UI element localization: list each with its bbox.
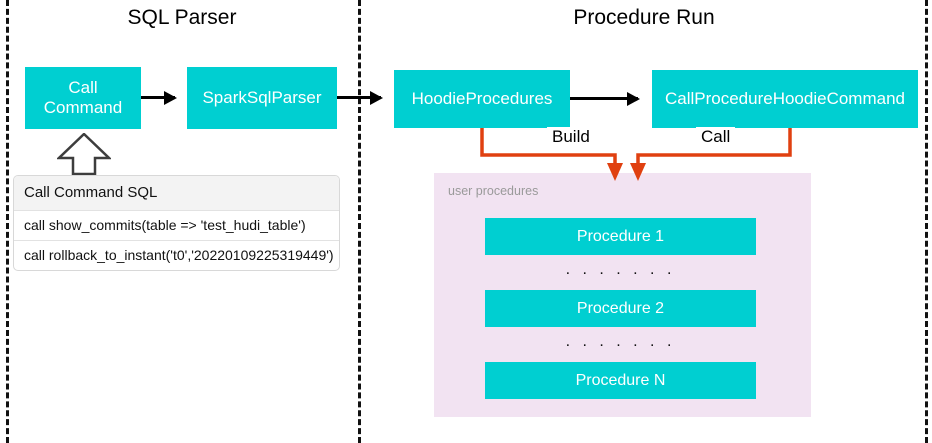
arrow-call-command-to-spark-sql-parser	[141, 90, 177, 105]
section-title-sql-parser: SQL Parser	[127, 6, 237, 29]
user-procedures-caption: user procedures	[448, 184, 539, 198]
call-command-sql-table: Call Command SQL call show_commits(table…	[13, 175, 340, 271]
lane-divider-right	[925, 0, 928, 443]
node-procedure[interactable]: Procedure 1	[485, 218, 756, 255]
node-spark-sql-parser[interactable]: SparkSqlParser	[187, 67, 337, 129]
node-call-command[interactable]: Call Command	[25, 67, 141, 129]
sql-table-header: Call Command SQL	[14, 176, 339, 210]
connector-label-call: Call	[696, 127, 736, 147]
node-procedure[interactable]: Procedure N	[485, 362, 756, 399]
connector-label-build: Build	[547, 127, 595, 147]
node-procedure[interactable]: Procedure 2	[485, 290, 756, 327]
arrow-spark-sql-parser-to-hoodie-procedures	[337, 90, 383, 105]
procedure-ellipsis: . . . . . . .	[565, 261, 676, 278]
sql-table-row: call show_commits(table => 'test_hudi_ta…	[14, 210, 339, 240]
node-hoodie-procedures[interactable]: HoodieProcedures	[394, 70, 570, 128]
sql-table-row: call rollback_to_instant('t0','202201092…	[14, 240, 339, 270]
arrow-hoodie-procedures-to-call-procedure-hoodie-command	[570, 91, 640, 106]
node-call-procedure-hoodie-command[interactable]: CallProcedureHoodieCommand	[652, 70, 918, 128]
section-title-procedure-run: Procedure Run	[573, 6, 715, 29]
user-procedures-panel: user procedures Procedure 1 . . . . . . …	[434, 173, 811, 417]
lane-divider-middle	[358, 0, 361, 443]
lane-divider-left	[6, 0, 9, 443]
procedure-ellipsis: . . . . . . .	[565, 333, 676, 350]
up-block-arrow-icon	[57, 133, 111, 175]
